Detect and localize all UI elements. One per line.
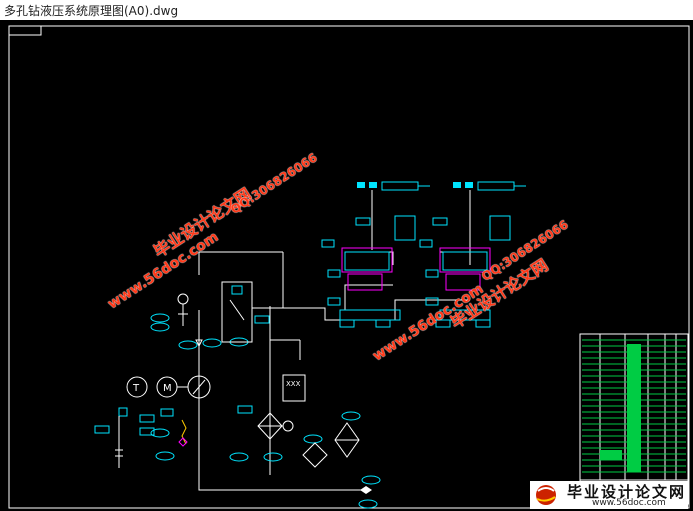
relief-tag [231, 285, 243, 295]
thermometer-icon [126, 376, 148, 398]
site-logo: 毕业设计论文网 www.56doc.com [530, 481, 688, 509]
hydraulic-schematic: T M XXX [8, 25, 690, 509]
pipelines [198, 190, 471, 491]
drawing-frame [8, 25, 690, 509]
parts-table [579, 333, 689, 505]
relief-valve-block [221, 281, 253, 343]
drawing-canvas[interactable]: T M XXX [0, 20, 693, 511]
logo-name: 毕业设计论文网 [567, 483, 687, 501]
logo-ball-icon [536, 485, 556, 505]
xxx-component-box [282, 374, 306, 402]
oval-labels [150, 313, 381, 509]
pump-coupling [181, 419, 187, 445]
xxx-label: XXX [286, 380, 301, 388]
magenta-highlights [341, 247, 491, 291]
gauge-icon [177, 293, 189, 326]
thermometer-label: T [132, 383, 140, 394]
valve-icon [339, 215, 511, 321]
cylinder-icon [381, 181, 526, 191]
tank-icon [334, 422, 360, 458]
pump-marker [178, 437, 188, 447]
motor-label: M [163, 383, 172, 394]
outlet-valve-icon [360, 486, 366, 494]
component-tags [94, 217, 491, 436]
logo-url: www.56doc.com [592, 498, 666, 508]
tag-labels-upper [357, 182, 473, 188]
window-title: 多孔钻液压系统原理图(A0).dwg [4, 4, 179, 18]
filter-icon [257, 412, 328, 468]
check-valve-icon [195, 339, 203, 348]
switch-icon [115, 416, 123, 468]
window-titlebar: 多孔钻液压系统原理图(A0).dwg [0, 0, 693, 20]
frame-corner-box [8, 25, 42, 36]
